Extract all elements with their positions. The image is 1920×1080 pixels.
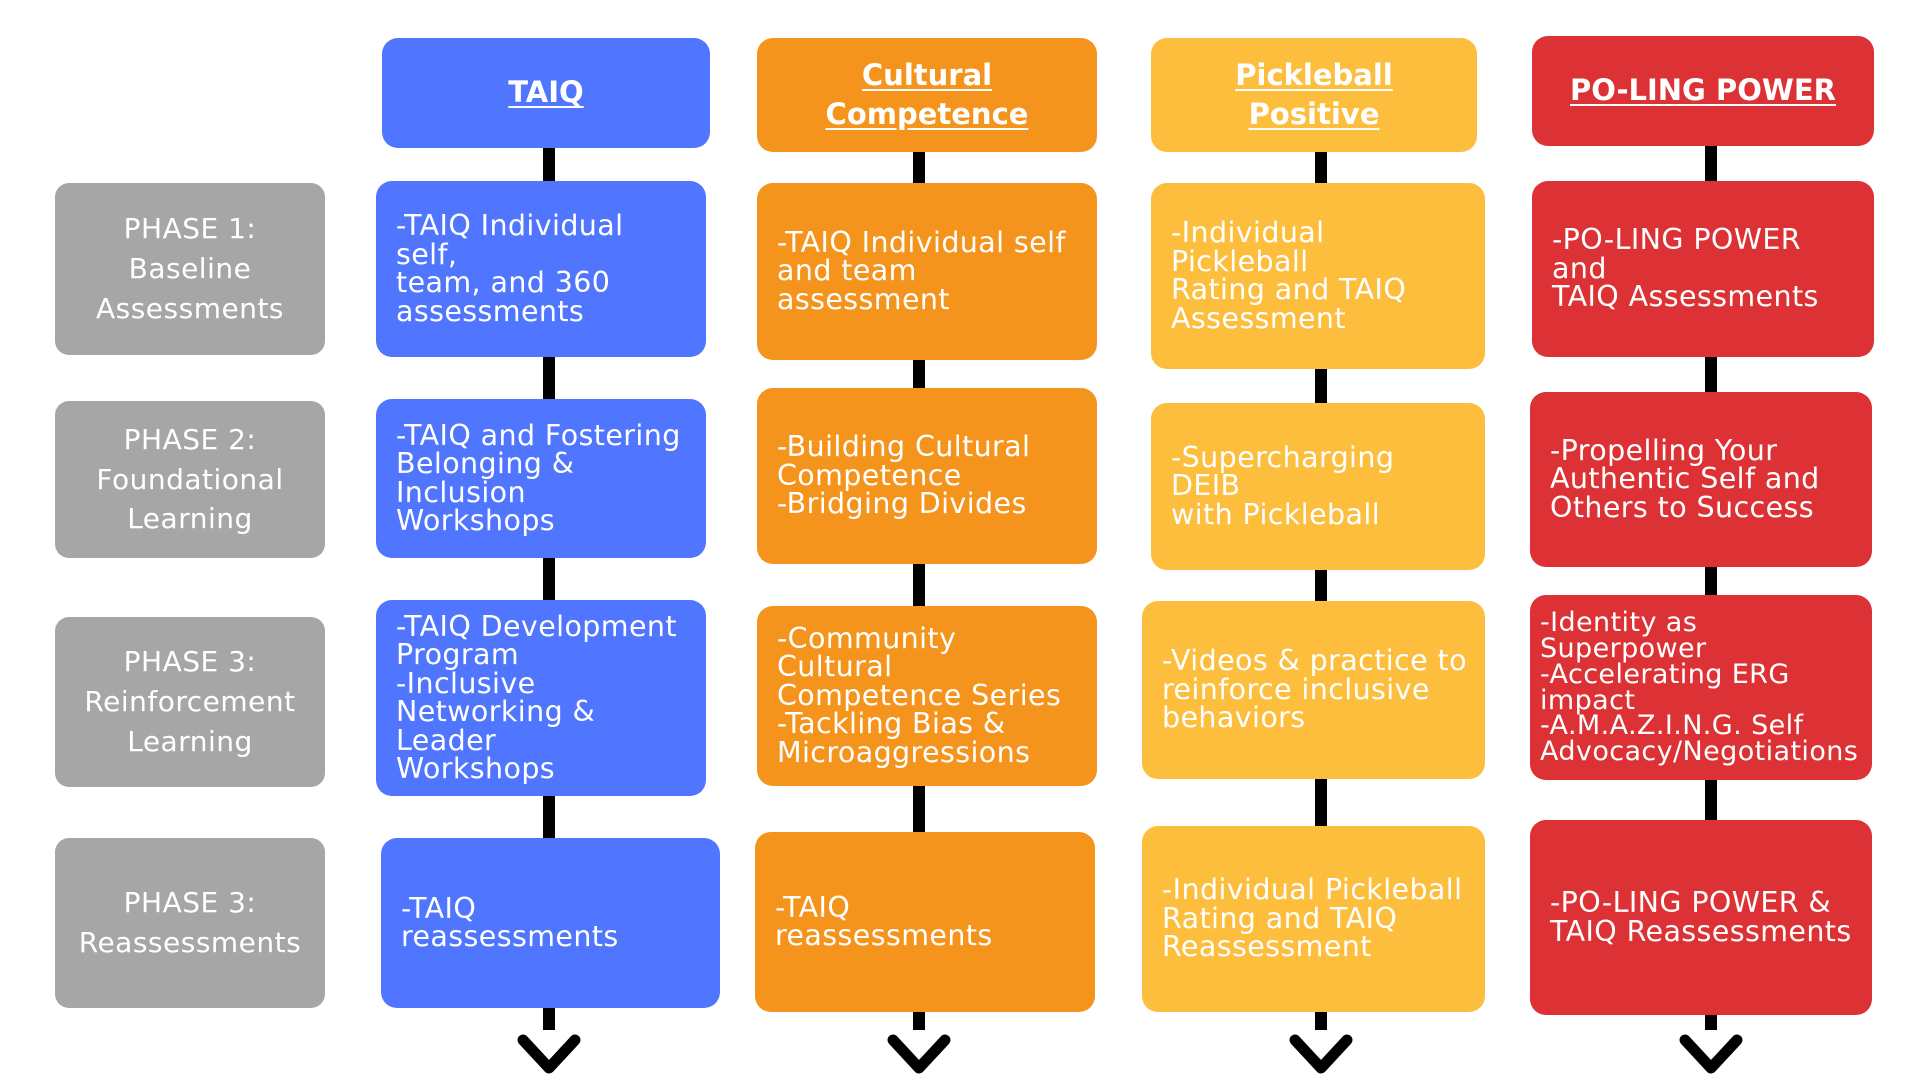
pickleball-phase-3-box: -Videos & practice to reinforce inclusiv… (1142, 601, 1485, 779)
cultural-arrow-down-icon (887, 1034, 951, 1074)
column-header-taiq[interactable]: TAIQ (382, 38, 710, 148)
poling-connector-line (1705, 145, 1717, 1030)
taiq-phase-4-box: -TAIQ reassessments (381, 838, 720, 1008)
poling-phase-3-text: -Identity as Superpower -Accelerating ER… (1540, 606, 1859, 768)
taiq-phase-2-box: -TAIQ and Fostering Belonging & Inclusio… (376, 399, 706, 558)
poling-phase-4-box: -PO-LING POWER & TAIQ Reassessments (1530, 820, 1872, 1015)
poling-phase-1-text: -PO-LING POWER and TAIQ Assessments (1552, 223, 1819, 314)
poling-phase-4-text: -PO-LING POWER & TAIQ Reassessments (1550, 886, 1852, 948)
poling-phase-2-text: -Propelling Your Authentic Self and Othe… (1550, 433, 1820, 524)
pickleball-phase-1-text: -Individual Pickleball Rating and TAIQ A… (1171, 216, 1407, 335)
cultural-phase-1-box: -TAIQ Individual self and team assessmen… (757, 183, 1097, 360)
pickleball-phase-4-box: -Individual Pickleball Rating and TAIQ R… (1142, 826, 1485, 1012)
phase-1-text: PHASE 1: Baseline Assessments (95, 212, 285, 325)
taiq-phase-1-box: -TAIQ Individual self, team, and 360 ass… (376, 181, 706, 357)
pickleball-phase-2-box: -Supercharging DEIB with Pickleball (1151, 403, 1485, 570)
poling-phase-3-box: -Identity as Superpower -Accelerating ER… (1530, 595, 1872, 780)
pickleball-phase-4-text: -Individual Pickleball Rating and TAIQ R… (1162, 873, 1463, 964)
column-header-cultural-text: Cultural Competence (825, 57, 1029, 131)
cultural-phase-4-text: -TAIQ reassessments (775, 890, 993, 952)
cultural-phase-1-text: -TAIQ Individual self and team assessmen… (777, 225, 1066, 316)
taiq-connector-line (543, 145, 555, 1030)
taiq-phase-4-text: -TAIQ reassessments (401, 891, 619, 953)
column-header-taiq-text: TAIQ (508, 75, 584, 110)
column-header-pickleball-positive[interactable]: Pickleball Positive (1151, 38, 1477, 152)
pickleball-arrow-down-icon (1289, 1034, 1353, 1074)
phase-4-text: PHASE 3: Reassessments (78, 886, 302, 959)
column-header-pickleball-text: Pickleball Positive (1235, 57, 1393, 131)
phase-3-text: PHASE 3: Reinforcement Learning (84, 645, 296, 758)
cultural-connector-line (913, 145, 925, 1030)
cultural-phase-2-text: -Building Cultural Competence -Bridging … (777, 430, 1031, 521)
taiq-arrow-down-icon (517, 1034, 581, 1074)
pickleball-phase-1-box: -Individual Pickleball Rating and TAIQ A… (1151, 183, 1485, 369)
pickleball-phase-2-text: -Supercharging DEIB with Pickleball (1171, 440, 1395, 531)
poling-phase-2-box: -Propelling Your Authentic Self and Othe… (1530, 392, 1872, 567)
poling-phase-1-box: -PO-LING POWER and TAIQ Assessments (1532, 181, 1874, 357)
phase-4-label: PHASE 3: Reassessments (55, 838, 325, 1008)
column-header-cultural-competence[interactable]: Cultural Competence (757, 38, 1097, 152)
phase-3-label: PHASE 3: Reinforcement Learning (55, 617, 325, 787)
phase-1-label: PHASE 1: Baseline Assessments (55, 183, 325, 355)
taiq-phase-3-text: -TAIQ Development Program -Inclusive Net… (396, 609, 677, 785)
cultural-phase-3-box: -Community Cultural Competence Series -T… (757, 606, 1097, 786)
taiq-phase-3-box: -TAIQ Development Program -Inclusive Net… (376, 600, 706, 796)
column-header-po-ling-power[interactable]: PO-LING POWER (1532, 36, 1874, 146)
phase-2-text: PHASE 2: Foundational Learning (96, 422, 284, 536)
phase-2-label: PHASE 2: Foundational Learning (55, 401, 325, 558)
taiq-phase-2-text: -TAIQ and Fostering Belonging & Inclusio… (396, 418, 681, 537)
cultural-phase-2-box: -Building Cultural Competence -Bridging … (757, 388, 1097, 564)
poling-arrow-down-icon (1679, 1034, 1743, 1074)
column-header-poling-text: PO-LING POWER (1570, 73, 1836, 108)
pickleball-phase-3-text: -Videos & practice to reinforce inclusiv… (1162, 644, 1467, 735)
cultural-phase-4-box: -TAIQ reassessments (755, 832, 1095, 1012)
taiq-phase-1-text: -TAIQ Individual self, team, and 360 ass… (396, 209, 624, 328)
cultural-phase-3-text: -Community Cultural Competence Series -T… (777, 621, 1062, 769)
